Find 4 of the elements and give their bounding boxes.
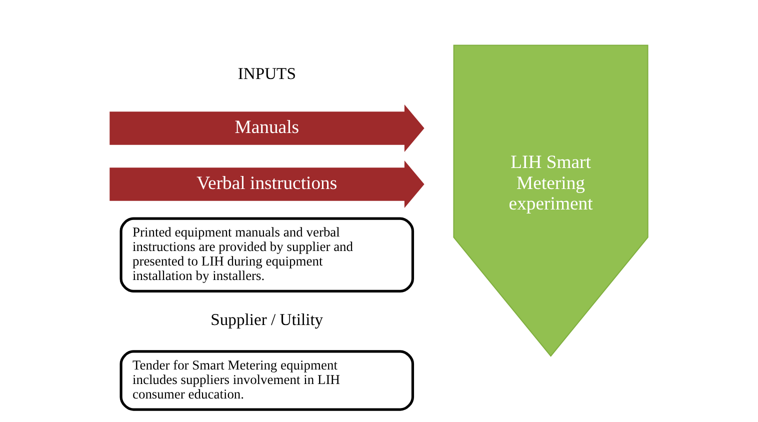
label: Supplier / Utility bbox=[210, 310, 324, 330]
node-box: Printed equipment manuals and verbal instructions are provided by supplier and presented to LIH during equipment installation by installers. bbox=[120, 217, 414, 292]
label: INPUTS bbox=[238, 64, 296, 84]
node-box: Tender for Smart Metering equipment includes suppliers involvement in LIH consumer education. bbox=[120, 350, 414, 411]
